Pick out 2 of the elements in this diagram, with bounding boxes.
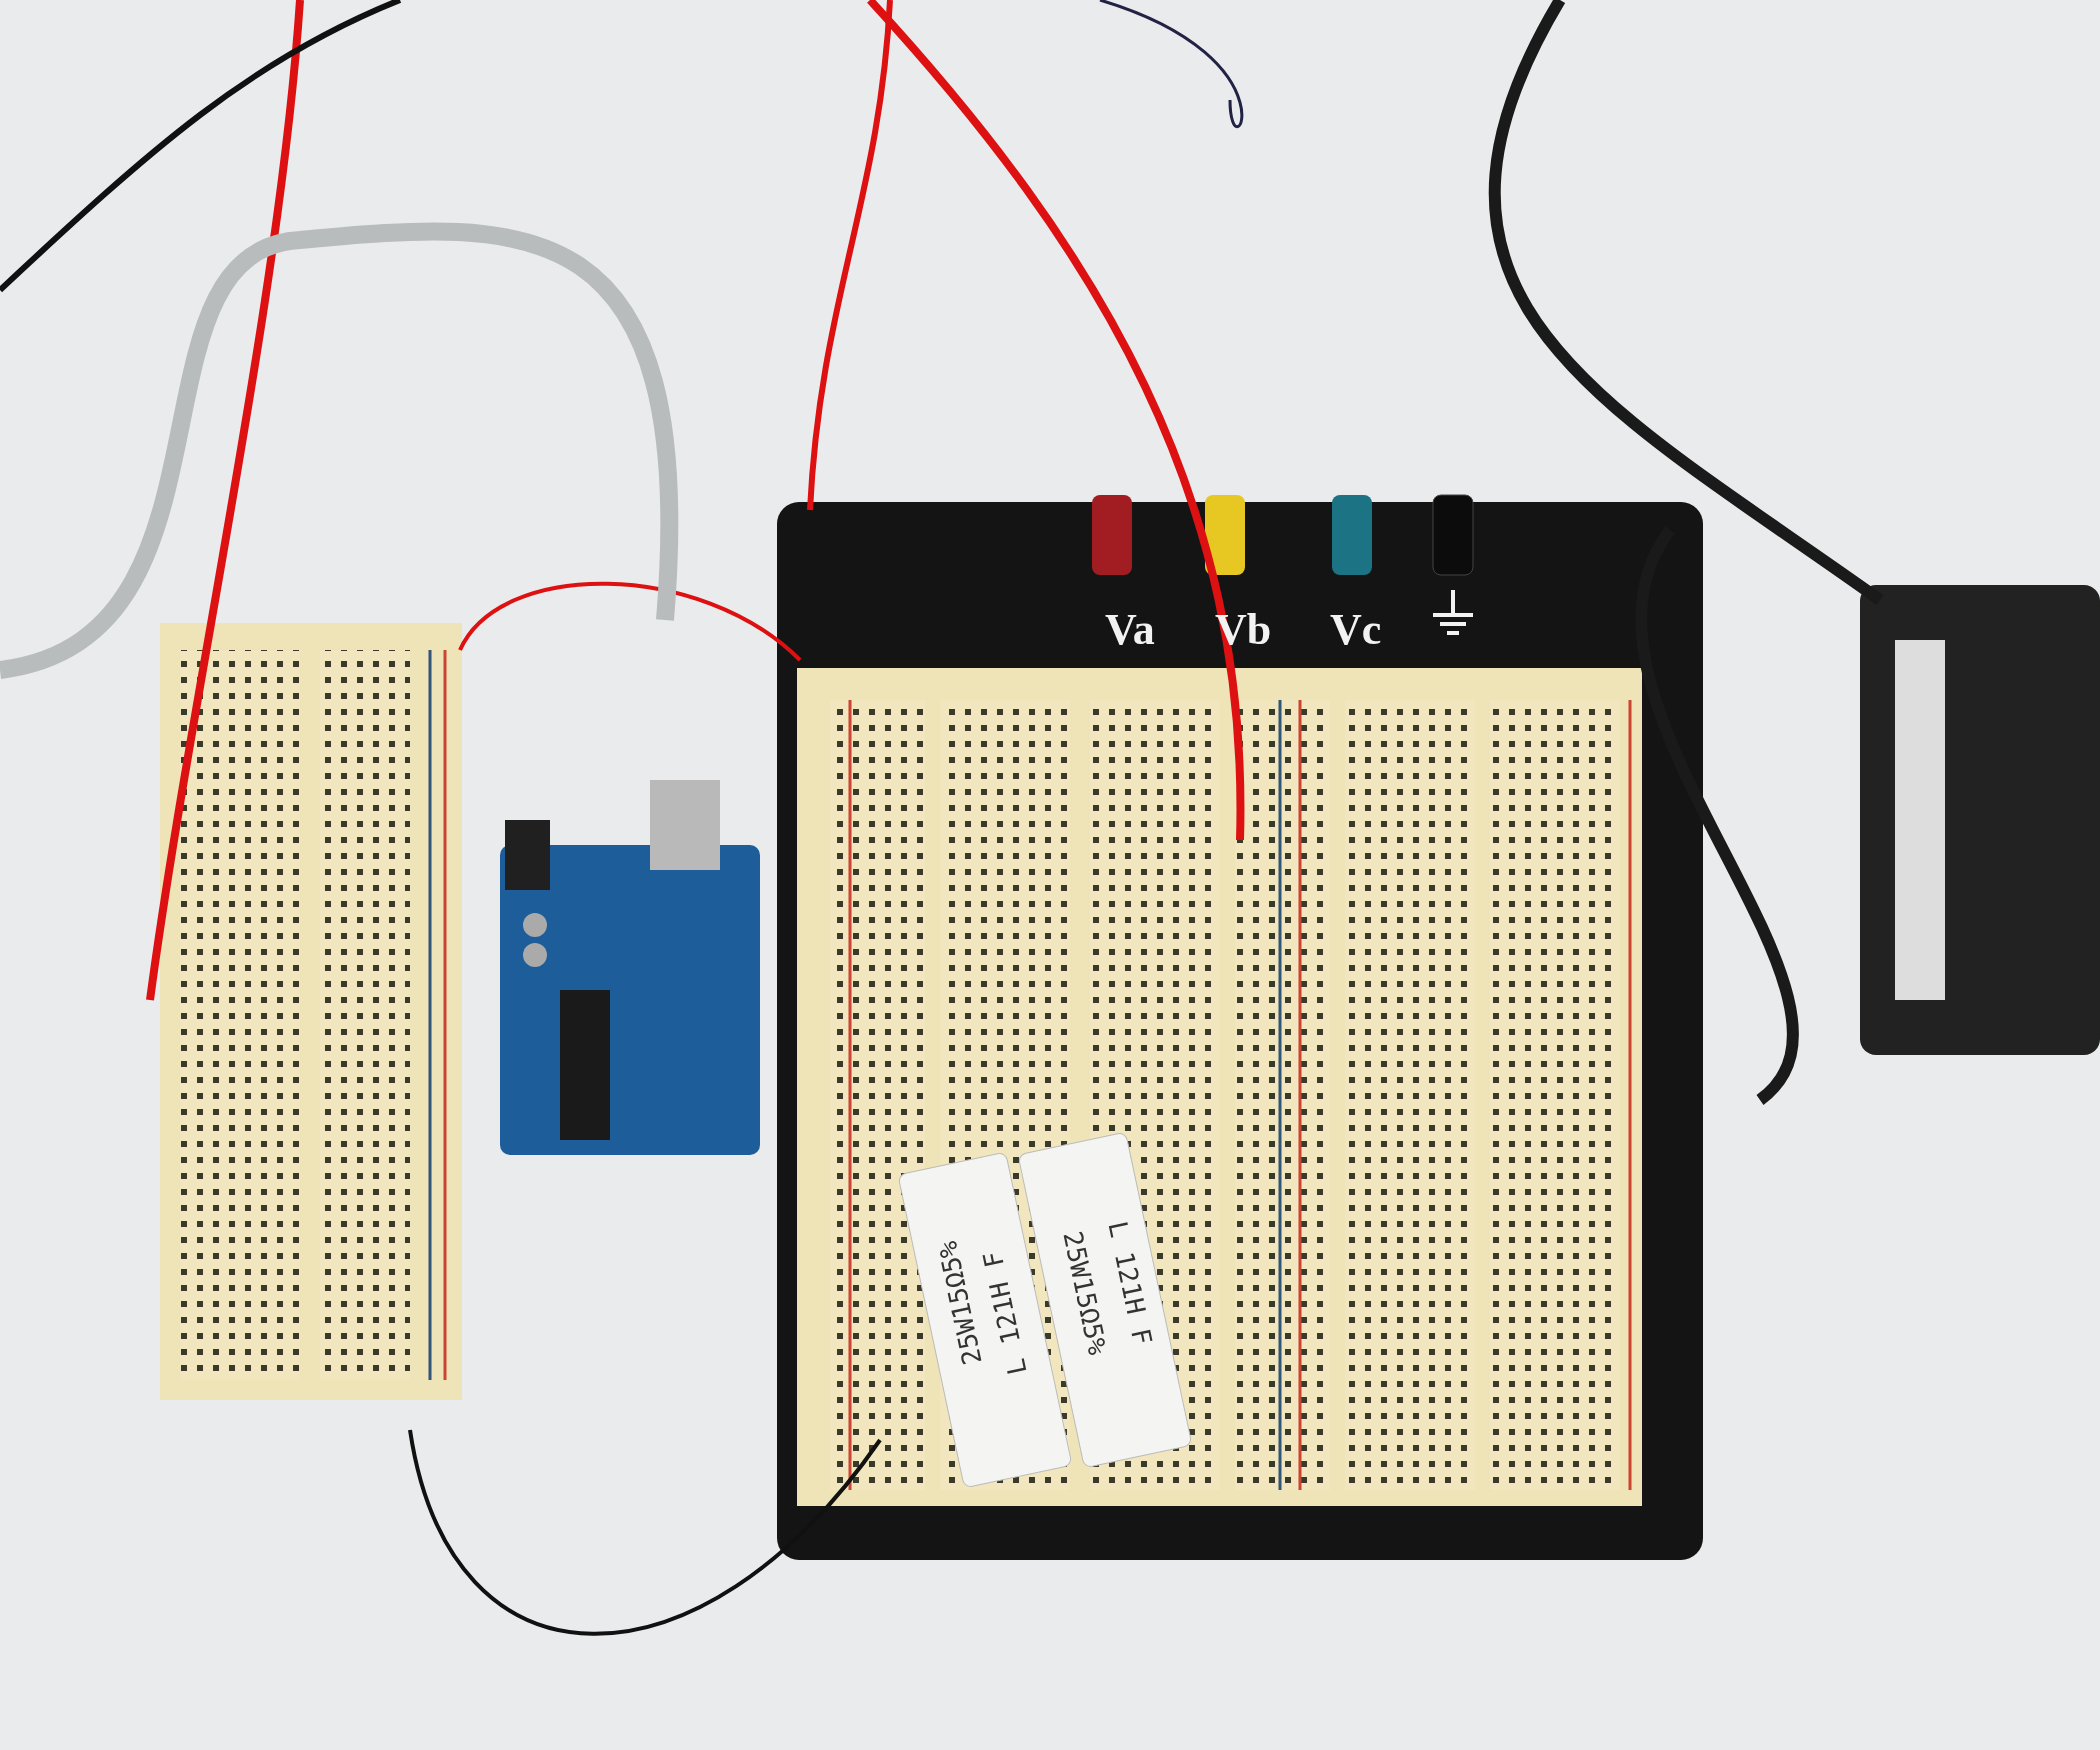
terminal-label: Va <box>1105 608 1155 652</box>
terminal-label: Vc <box>1330 608 1382 652</box>
